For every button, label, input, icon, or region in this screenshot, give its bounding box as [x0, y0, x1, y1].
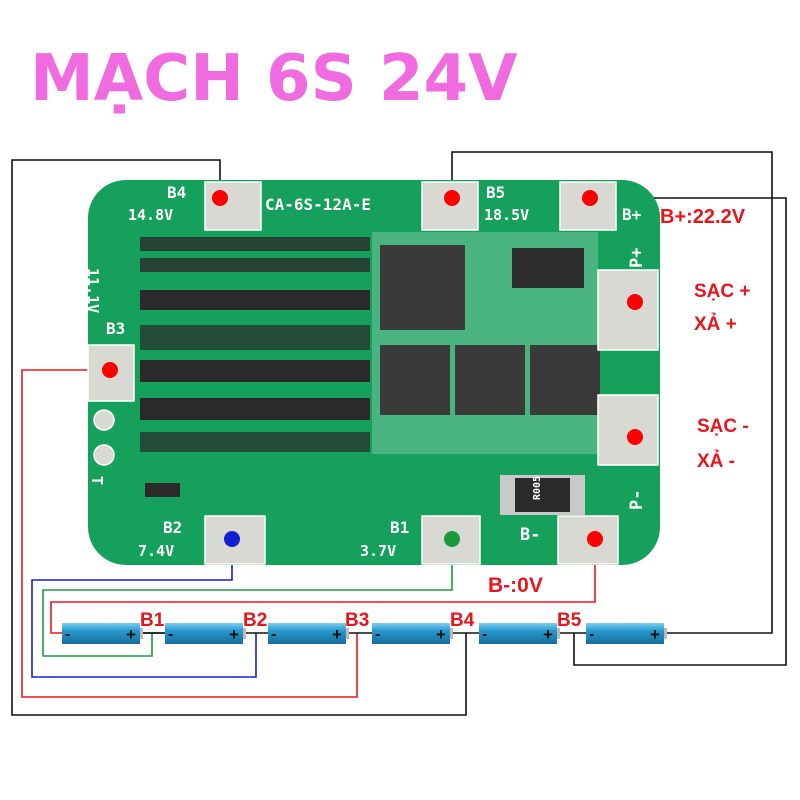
cell-minus-label: - [271, 626, 276, 643]
page-title: MẠCH 6S 24V [30, 42, 518, 116]
wire-b1 [42, 539, 453, 657]
label-b1-voltage: 3.7V [360, 542, 396, 560]
label-b3: B3 [106, 319, 125, 338]
cell-plus-label: + [543, 625, 553, 644]
cell-plus-label: + [126, 625, 136, 644]
battery-cells: -+-+-+-+-+-+ [62, 623, 667, 644]
battery-cell: -+ [62, 623, 143, 644]
cell-body [62, 623, 140, 644]
cell-plus-label: + [436, 625, 446, 644]
label-t: T [88, 476, 106, 485]
cell-body [165, 623, 243, 644]
annotation-discharge-minus: XẢ - [697, 450, 735, 472]
label-b2: B2 [163, 518, 182, 537]
wire-b4 [11, 159, 467, 716]
label-b5: B5 [486, 183, 505, 202]
wire-bplus [573, 197, 787, 666]
pad-b5 [421, 181, 479, 231]
cell-body [372, 623, 450, 644]
cell-minus-label: - [589, 626, 594, 643]
cell-terminal [450, 628, 453, 639]
annotation-bplus: B+:22.2V [660, 206, 746, 228]
label-b5-voltage: 18.5V [484, 206, 529, 224]
pad-b4 [204, 181, 262, 231]
battery-cell: -+ [586, 623, 667, 644]
label-b3-voltage: 11.1V [84, 268, 102, 313]
label-pminus: P- [627, 490, 647, 510]
pad-t2 [93, 444, 115, 466]
label-bplus: B+ [622, 205, 642, 224]
pcb-board: R005 B4 14.8V CA-6S-12A-E B5 18.5 [84, 180, 660, 565]
wire-b2 [31, 539, 257, 678]
battery-cell: -+ [479, 623, 560, 644]
battery-cell: -+ [372, 623, 453, 644]
pad-bplus [559, 181, 617, 231]
pad-pminus [597, 394, 659, 466]
cell-minus-label: - [375, 626, 380, 643]
battery-cell: -+ [268, 623, 349, 644]
annotation-discharge-plus: XẢ + [694, 313, 737, 335]
label-bminus: B- [520, 525, 540, 545]
cell-body [586, 623, 664, 644]
label-pplus: P+ [627, 248, 647, 268]
cell-minus-label: - [65, 626, 70, 643]
pad-pplus [597, 269, 659, 351]
cell-body [268, 623, 346, 644]
junction-label-b2: B2 [243, 610, 267, 631]
cell-plus-label: + [229, 625, 239, 644]
junction-label-b4: B4 [450, 610, 475, 631]
cell-terminal [140, 628, 143, 639]
junction-label-b1: B1 [140, 610, 165, 631]
annotation-bminus: B-:0V [488, 574, 543, 597]
resistor-marking: R005 [532, 476, 543, 500]
cell-plus-label: + [332, 625, 342, 644]
board-model: CA-6S-12A-E [265, 195, 371, 214]
annotation-charge-minus: SẠC - [697, 416, 749, 437]
pad-t1 [93, 409, 115, 431]
cell-terminal [243, 628, 246, 639]
cell-plus-label: + [650, 625, 660, 644]
wire-b5 [451, 151, 773, 634]
cell-body [479, 623, 557, 644]
cell-minus-label: - [168, 626, 173, 643]
wire-bminus [50, 539, 596, 634]
annotation-charge-plus: SẠC + [694, 281, 751, 302]
label-b1: B1 [390, 518, 409, 537]
cell-terminal [346, 628, 349, 639]
cell-terminal [664, 628, 667, 639]
battery-cell: -+ [165, 623, 246, 644]
cell-junction-labels: B1 B2 B3 B4 B5 [140, 610, 582, 631]
cell-terminal [557, 628, 560, 639]
label-b2-voltage: 7.4V [138, 542, 174, 560]
cell-minus-label: - [482, 626, 487, 643]
junction-label-b3: B3 [345, 610, 369, 631]
junction-label-b5: B5 [557, 610, 582, 631]
label-b4: B4 [167, 183, 186, 202]
components [140, 237, 600, 515]
label-b4-voltage: 14.8V [128, 206, 173, 224]
wire-b3 [21, 369, 358, 698]
